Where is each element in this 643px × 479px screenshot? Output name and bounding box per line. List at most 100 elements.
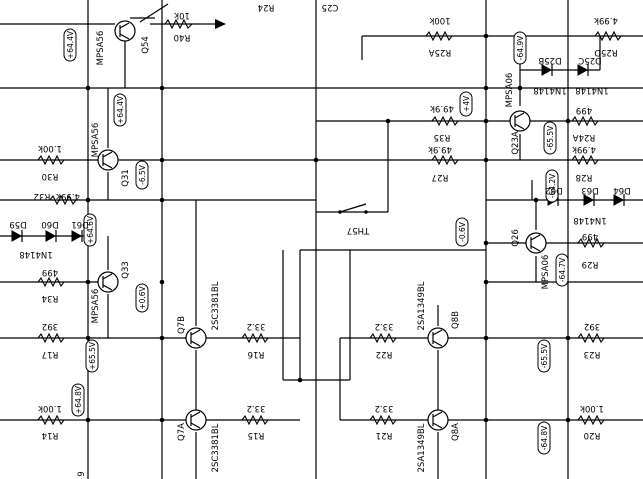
svg-text:-6.5V: -6.5V xyxy=(138,164,147,185)
badge-r20-voltage: -64.8V xyxy=(537,421,551,455)
th57-ref: TH57 xyxy=(347,225,370,235)
q7a-part: 2SC3381BL xyxy=(211,423,221,472)
d25b-ref: D25B xyxy=(538,55,561,65)
r15-value: 33.2 xyxy=(247,403,266,413)
r24a-ref: R24A xyxy=(573,132,596,142)
badge-r14-voltage: +64.8V xyxy=(71,383,85,417)
labels: 10k R40 R24 C25 MPSA56 Q54 100k R25A 4.9… xyxy=(9,2,630,477)
svg-text:+64.4V: +64.4V xyxy=(66,30,75,59)
r28-value: 4.99k xyxy=(572,144,596,154)
r14-value: 1.00k xyxy=(38,403,62,413)
r23-value: 392 xyxy=(584,321,600,331)
r25a-value: 100k xyxy=(429,15,450,25)
r27-ref: R27 xyxy=(432,172,449,182)
badge-r17-voltage: +65.5V xyxy=(85,339,99,373)
r25d-ref: R25D xyxy=(594,47,618,57)
r16-ref: R16 xyxy=(248,349,265,359)
r22-ref: R22 xyxy=(376,349,393,359)
r15-resistor xyxy=(241,414,269,426)
badge-q33-voltage: +0.6V xyxy=(135,283,149,313)
d61-ref: D61 xyxy=(71,219,88,229)
svg-text:-64.2V: -64.2V xyxy=(548,173,557,198)
r21-value: 33.2 xyxy=(375,403,394,413)
d25c-part: 1N4148 xyxy=(575,85,608,95)
r32-ref: R32 xyxy=(34,191,51,201)
badge-d61-voltage: +64.6V xyxy=(83,213,97,247)
badge-q54-col-voltage: +64.4V xyxy=(113,93,127,127)
q31-part: MPSA56 xyxy=(91,123,101,158)
svg-text:+64.4V: +64.4V xyxy=(116,95,125,124)
r34-resistor xyxy=(37,276,65,288)
c25-ref: C25 xyxy=(322,2,339,12)
q33-ref: Q33 xyxy=(121,261,131,279)
svg-text:-65.5V: -65.5V xyxy=(546,125,555,150)
badge-q26-top-voltage: -64.2V xyxy=(545,169,559,203)
voltage-badges: +64.4V -64.9V +64.4V +4V -65.5V -6.5V -6… xyxy=(63,28,569,455)
r23-resistor xyxy=(577,332,605,344)
svg-text:-64.9V: -64.9V xyxy=(516,35,525,60)
r20-ref: R20 xyxy=(584,430,601,440)
q23a-transistor-icon xyxy=(509,110,531,132)
q54-part: MPSA56 xyxy=(96,31,106,66)
r15-ref: R15 xyxy=(248,430,265,440)
r32-value: 4.99k xyxy=(56,191,80,201)
q31-ref: Q31 xyxy=(121,169,131,187)
r40-ref: R40 xyxy=(174,32,191,42)
d25c-ref: D25C xyxy=(578,55,601,65)
q7b-part: 2SC3381BL xyxy=(211,281,221,330)
r32-resistor xyxy=(49,194,77,206)
r35-ref: R35 xyxy=(434,132,451,142)
junctions xyxy=(85,33,571,423)
r34-value: 499 xyxy=(42,267,58,277)
r40-value: 10k xyxy=(174,10,190,20)
q8a-transistor-icon xyxy=(427,409,449,431)
svg-text:+64.6V: +64.6V xyxy=(86,215,95,244)
svg-text:+64.8V: +64.8V xyxy=(74,385,83,414)
r14-ref: R14 xyxy=(42,430,59,440)
r34-ref: R34 xyxy=(42,293,59,303)
resistor-symbols xyxy=(37,18,622,426)
d62-ref: D62 xyxy=(545,185,562,195)
r17-value: 392 xyxy=(42,321,58,331)
transistor-symbols xyxy=(97,20,547,431)
r25a-resistor xyxy=(425,30,453,42)
r30-resistor xyxy=(37,154,65,166)
svg-text:-64.7V: -64.7V xyxy=(558,257,567,282)
badge-q23a-base-voltage: +4V xyxy=(459,91,473,117)
badge-r24a-top-voltage: -64.9V xyxy=(513,31,527,65)
q8a-ref: Q8A xyxy=(451,423,461,441)
q26-ref: Q26 xyxy=(511,229,521,247)
r14-resistor xyxy=(37,414,65,426)
r16-value: 33.2 xyxy=(247,321,266,331)
q54-ref: Q54 xyxy=(141,36,151,54)
r35-value: 49.9k xyxy=(430,103,454,113)
q23a-ref: Q23A xyxy=(511,131,521,155)
r35-resistor xyxy=(431,115,459,127)
d25b-part: 1N4148 xyxy=(533,85,566,95)
q33-part: MPSA56 xyxy=(91,289,101,324)
r29-value: 499 xyxy=(582,231,598,241)
d59-part: 1N4148 xyxy=(19,249,52,259)
r29-resistor xyxy=(577,237,605,249)
r25d-value: 4.99k xyxy=(594,15,618,25)
d59-ref: D59 xyxy=(9,219,26,229)
q54-transistor-icon xyxy=(114,20,136,42)
q8a-part: 2SA1349BL xyxy=(417,423,427,472)
q7a-ref: Q7A xyxy=(177,423,187,441)
r27-value: 49.9k xyxy=(428,144,452,154)
svg-text:-0.6V: -0.6V xyxy=(458,221,467,242)
d62-part: 1N4148 xyxy=(573,215,606,225)
svg-text:-65.5V: -65.5V xyxy=(540,343,549,368)
badge-q54-voltage: +64.4V xyxy=(63,28,77,62)
r20-resistor xyxy=(577,414,605,426)
r25d-resistor xyxy=(594,30,622,42)
q31-transistor-icon xyxy=(97,149,119,171)
r30-value: 1.00k xyxy=(38,143,62,153)
r24-ref: R24 xyxy=(258,2,275,12)
r22-resistor xyxy=(369,332,397,344)
r24a-value: 499 xyxy=(576,105,592,115)
svg-text:+4V: +4V xyxy=(462,95,471,112)
q26-part: MPSA06 xyxy=(541,255,551,290)
d63-ref: D63 xyxy=(581,185,598,195)
